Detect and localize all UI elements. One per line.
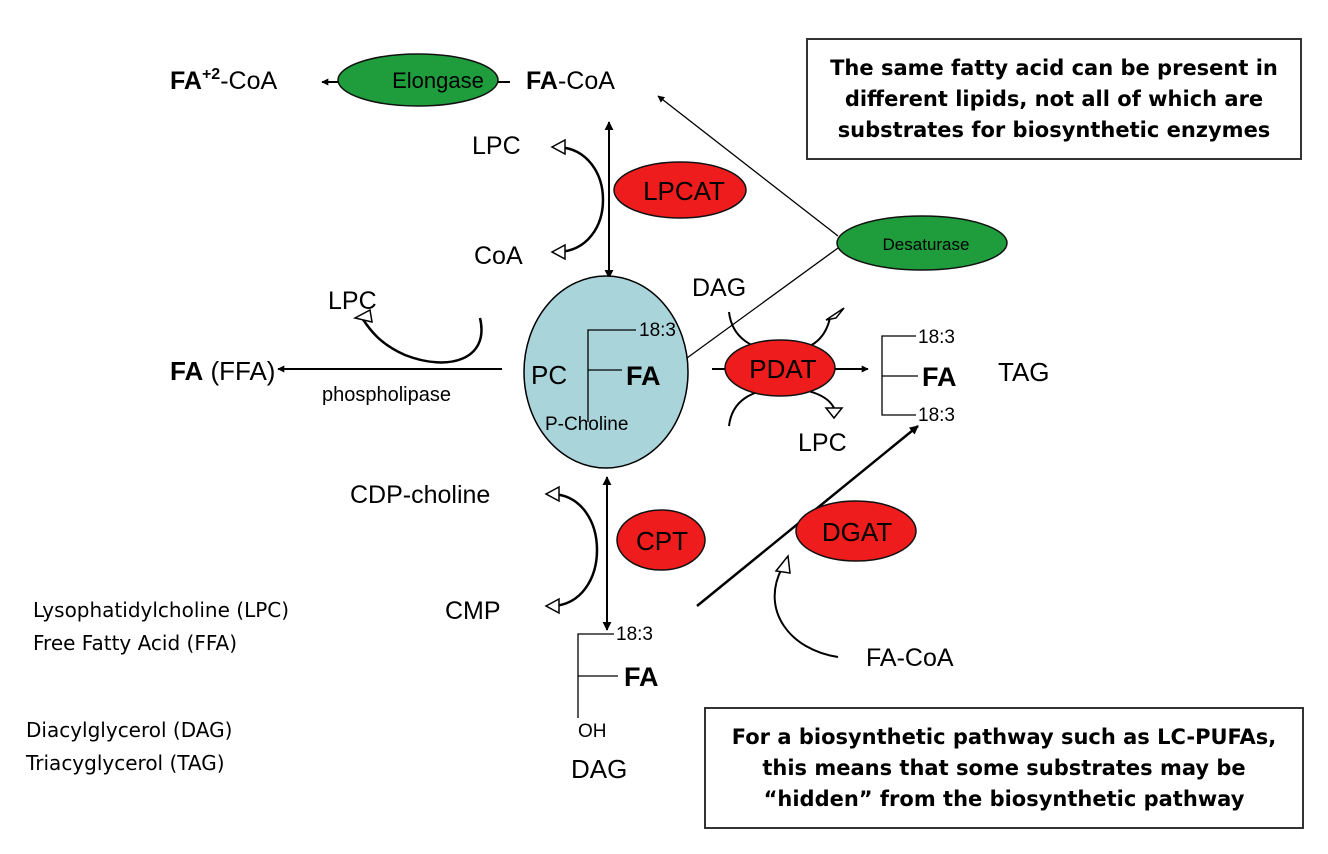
tag-chain-bottom: 18:3 — [918, 405, 955, 426]
dgat-enzyme — [795, 500, 917, 562]
dgat-label: DGAT — [822, 517, 892, 547]
legend-group-2: Diacylglycerol (DAG) Triacyglycerol (TAG… — [26, 714, 232, 780]
dag-backbone — [577, 633, 614, 718]
coa-arrowhead — [550, 243, 566, 261]
dag-chain-label: 18:3 — [616, 624, 653, 645]
dag-oh-label: OH — [578, 721, 607, 742]
pc-chain-label: 18:3 — [639, 320, 676, 341]
pc-label: PC — [531, 360, 567, 390]
cpt-curve — [551, 492, 599, 608]
pdat-bottom-arrowhead — [824, 407, 844, 420]
legend-item: Lysophatidylcholine (LPC) — [33, 598, 290, 622]
desaturase-to-fa-coa-arrow — [657, 95, 839, 237]
legend-group-1: Lysophatidylcholine (LPC) Free Fatty Aci… — [33, 594, 289, 660]
lpc-left-label: LPC — [328, 287, 377, 315]
lpc-top-label: LPC — [472, 132, 521, 160]
tag-label: TAG — [998, 357, 1050, 387]
dgat-curve — [773, 567, 839, 658]
cdp-choline-arrowhead — [544, 485, 560, 503]
phospholipase-curve — [360, 317, 483, 364]
lpcat-curve — [557, 145, 605, 254]
pdat-enzyme — [724, 339, 836, 397]
pc-backbone — [587, 329, 636, 422]
lpc-arrowhead — [550, 138, 566, 156]
dgat-substrate-label: FA-CoA — [866, 644, 954, 672]
lpc-pdat-label: LPC — [798, 429, 847, 457]
pc-fa-label: FA — [626, 361, 661, 391]
elongated-fa-coa: FA+2-CoA — [170, 66, 277, 95]
pdat-top-arrowhead — [825, 307, 845, 321]
cpt-label: CPT — [636, 526, 688, 556]
tag-chain-top: 18:3 — [918, 327, 955, 348]
cmp-label: CMP — [445, 597, 501, 625]
cdp-choline-label: CDP-choline — [350, 481, 490, 509]
lpcat-label: LPCAT — [643, 176, 725, 206]
elongase-enzyme — [337, 53, 499, 107]
legend-item: Free Fatty Acid (FFA) — [33, 631, 237, 655]
pdat-label: PDAT — [749, 354, 817, 384]
dag-label: DAG — [571, 754, 627, 784]
cmp-arrowhead — [544, 597, 560, 615]
cpt-enzyme — [616, 509, 706, 571]
tag-fa-label: FA — [922, 362, 957, 392]
desaturase-to-pc-arrow — [675, 247, 839, 367]
lpcat-enzyme — [613, 161, 747, 219]
pc-head-label: P-Choline — [545, 414, 628, 435]
legend-item: Diacylglycerol (DAG) — [26, 718, 233, 742]
dag-pdat-label: DAG — [692, 274, 746, 302]
dgat-arrowhead — [774, 554, 791, 574]
phospholipase-label: phospholipase — [322, 384, 451, 406]
note-top: The same fatty acid can be present in di… — [806, 38, 1302, 160]
fa-coa-top: FA-CoA — [526, 67, 615, 95]
note-bottom: For a biosynthetic pathway such as LC-PU… — [704, 707, 1304, 829]
lpc-left-arrowhead — [352, 308, 373, 323]
pc-molecule — [523, 275, 689, 469]
coa-label: CoA — [474, 242, 523, 270]
desaturase-label: Desaturase — [883, 235, 970, 254]
legend-item: Triacyglycerol (TAG) — [26, 751, 225, 775]
ffa-product: FA (FFA) — [170, 356, 275, 386]
desaturase-enzyme — [836, 215, 1008, 271]
dag-fa-label: FA — [624, 662, 659, 692]
elongase-label: Elongase — [392, 68, 484, 93]
